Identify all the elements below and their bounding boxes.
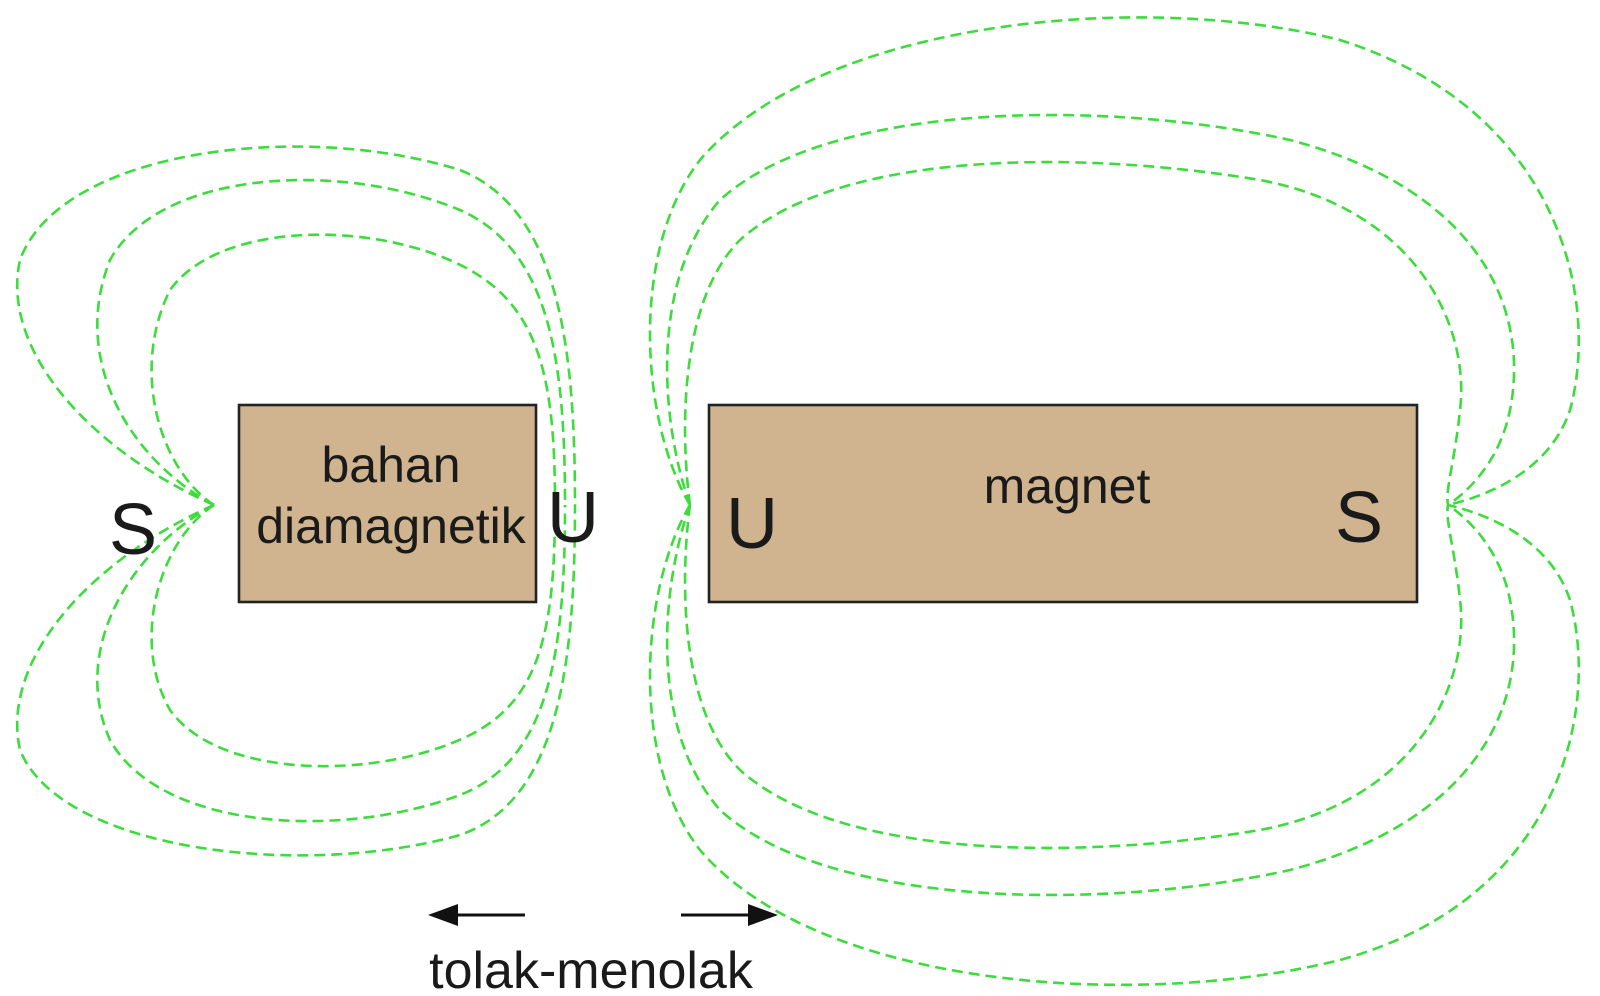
magnet-field-line-inner-bottom — [683, 504, 1463, 850]
magnet-field-lines — [648, 16, 1580, 987]
magnet-field-line-inner-top — [683, 160, 1463, 506]
magnet-pole-left-label: U — [726, 484, 778, 564]
magnet-field-line-middle-top — [665, 113, 1516, 507]
magnet-field-line-middle-bottom — [665, 503, 1516, 897]
magnet-field-line-outer-top — [648, 16, 1580, 507]
diamagnetic-field-line-inner-top — [150, 233, 557, 507]
diamagnetic-field-line-middle-top — [96, 178, 567, 507]
magnet-pole-right-label: S — [1335, 478, 1383, 558]
magnet-label: magnet — [984, 458, 1151, 514]
magnet-field-line-outer-bottom — [648, 503, 1580, 987]
left-arrow — [428, 904, 525, 926]
magnet-block — [707, 403, 1419, 604]
diamagnetic-pole-left-label: S — [109, 490, 157, 570]
diamagnetic-field-line-outer-top — [15, 145, 577, 507]
diamagnetic-field-line-inner-bottom — [150, 503, 557, 768]
diamagnetic-field-line-middle-bottom — [96, 503, 567, 823]
diamagnetic-field-line-outer-bottom — [15, 503, 577, 857]
diamagnetic-field-lines — [15, 145, 577, 857]
diamagnetic-pole-right-label: U — [547, 478, 599, 558]
repulsion-caption: tolak-menolak — [429, 942, 754, 996]
right-arrow — [681, 904, 778, 926]
diamagnetic-label-line2: diamagnetik — [256, 498, 527, 554]
diamagnetic-label-line1: bahan — [321, 437, 460, 493]
diamagnetic-material-block — [237, 403, 538, 604]
